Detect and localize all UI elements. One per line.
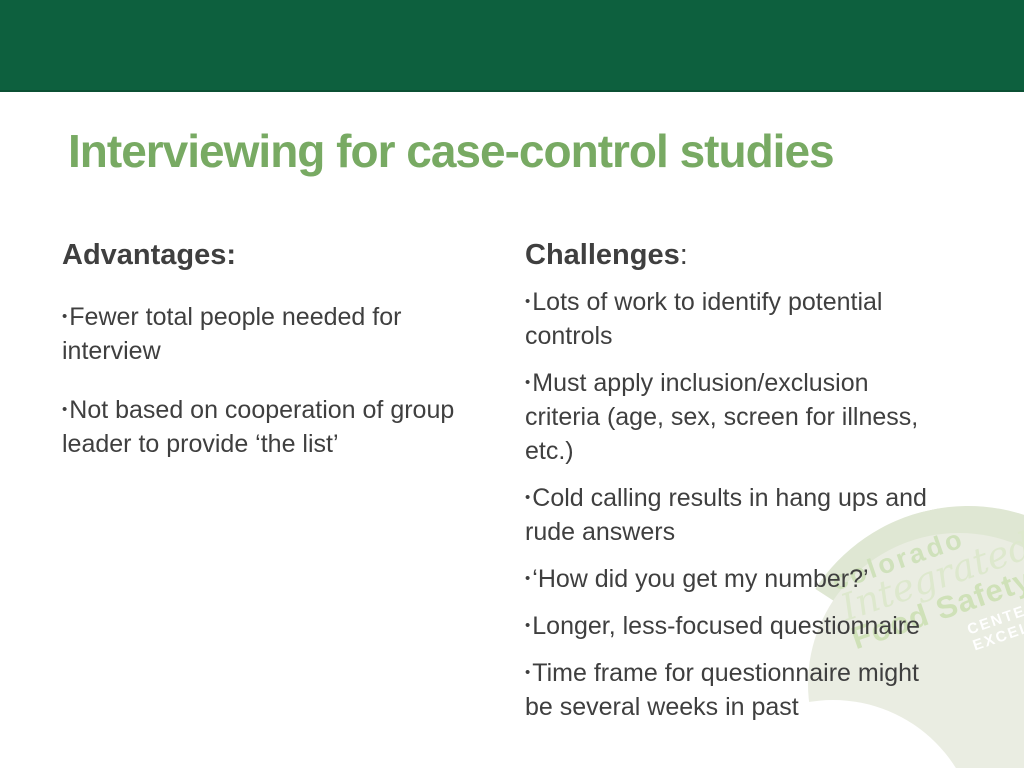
header-bar [0, 0, 1024, 92]
bullet-line: etc.) [525, 437, 574, 465]
bullet-line: •‘How did you get my number?’ [525, 562, 1020, 596]
bullet-line: •Must apply inclusion/exclusion [525, 366, 1020, 400]
bullet-dot-icon: • [525, 570, 531, 587]
bullet-text: Not based on cooperation of group [69, 396, 455, 424]
bullet-text: Cold calling results in hang ups and [532, 484, 927, 512]
advantages-heading-colon: : [226, 239, 237, 271]
bullet-line: criteria (age, sex, screen for illness, [525, 403, 919, 431]
challenges-heading: Challenges: [525, 238, 1020, 272]
bullet-dot-icon: • [525, 374, 531, 391]
bullet-dot-icon: • [525, 489, 531, 506]
bullet-dot-icon: • [525, 664, 531, 681]
challenges-bullet-5: •Longer, less-focused questionnaire [525, 609, 1020, 643]
challenges-bullet-3: •Cold calling results in hang ups and ru… [525, 481, 1020, 549]
bullet-dot-icon: • [525, 617, 531, 634]
challenges-bullet-6: •Time frame for questionnaire might be s… [525, 656, 1020, 724]
bullet-dot-icon: • [62, 401, 68, 418]
challenges-heading-text: Challenges [525, 239, 680, 271]
bullet-line: leader to provide ‘the list’ [62, 430, 339, 458]
bullet-dot-icon: • [525, 293, 531, 310]
challenges-column: Challenges: •Lots of work to identify po… [525, 238, 1020, 737]
advantages-heading: Advantages: [62, 238, 527, 272]
challenges-bullet-4: •‘How did you get my number?’ [525, 562, 1020, 596]
bullet-text: Lots of work to identify potential [532, 288, 883, 316]
bullet-line: •Time frame for questionnaire might [525, 656, 1020, 690]
challenges-bullet-1: •Lots of work to identify potential cont… [525, 285, 1020, 353]
bullet-line: be several weeks in past [525, 693, 799, 721]
bullet-dot-icon: • [62, 308, 68, 325]
advantages-column: Advantages: •Fewer total people needed f… [62, 238, 527, 486]
bullet-text: Time frame for questionnaire might [532, 659, 919, 687]
bullet-text: Fewer total people needed for [69, 303, 402, 331]
bullet-text: Longer, less-focused questionnaire [532, 612, 921, 640]
bullet-line: •Fewer total people needed for [62, 300, 527, 334]
advantages-bullet-1: •Fewer total people needed for interview [62, 300, 527, 368]
bullet-line: •Longer, less-focused questionnaire [525, 609, 1020, 643]
bullet-text: ‘How did you get my number?’ [532, 565, 869, 593]
bullet-line: controls [525, 322, 613, 350]
bullet-line: •Lots of work to identify potential [525, 285, 1020, 319]
bullet-line: •Cold calling results in hang ups and [525, 481, 1020, 515]
advantages-bullet-2: •Not based on cooperation of group leade… [62, 393, 527, 461]
bullet-text: Must apply inclusion/exclusion [532, 369, 869, 397]
challenges-heading-colon: : [679, 239, 688, 271]
bullet-line: interview [62, 337, 161, 365]
bullet-line: •Not based on cooperation of group [62, 393, 527, 427]
bullet-line: rude answers [525, 518, 676, 546]
challenges-bullet-2: •Must apply inclusion/exclusion criteria… [525, 366, 1020, 468]
advantages-heading-text: Advantages [62, 239, 227, 271]
slide-title: Interviewing for case-control studies [68, 125, 835, 177]
